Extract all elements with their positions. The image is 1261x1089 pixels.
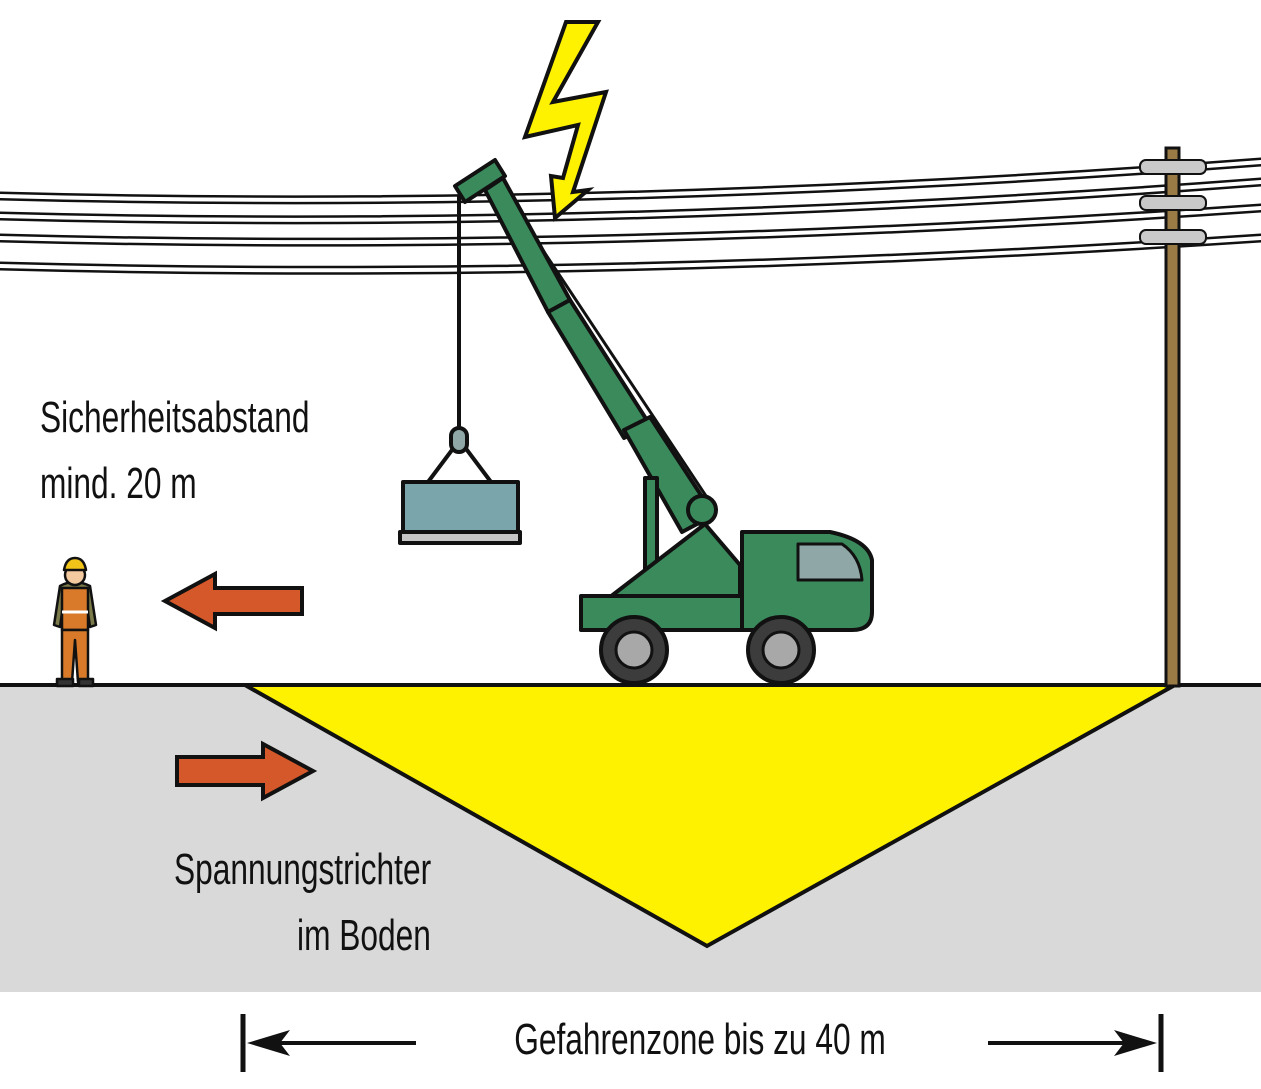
voltage-funnel-sublabel: im Boden (297, 911, 431, 960)
crane-load (398, 426, 522, 545)
arrow-left-icon (160, 570, 304, 632)
arrow-right-icon (175, 740, 318, 802)
crane-truck-icon (453, 158, 874, 685)
worker-icon (52, 556, 98, 688)
lightning-bolt-icon (521, 20, 609, 223)
voltage-funnel-label: Spannungstrichter (173, 845, 431, 894)
power-lines (0, 157, 1261, 275)
danger-zone-dimension (240, 1014, 1164, 1072)
danger-zone-label: Gefahrenzone bis zu 40 m (514, 1015, 886, 1064)
power-pole-icon (1139, 146, 1207, 688)
safety-distance-label: Sicherheitsabstand (40, 393, 310, 442)
safety-distance-value: mind. 20 m (40, 459, 197, 508)
